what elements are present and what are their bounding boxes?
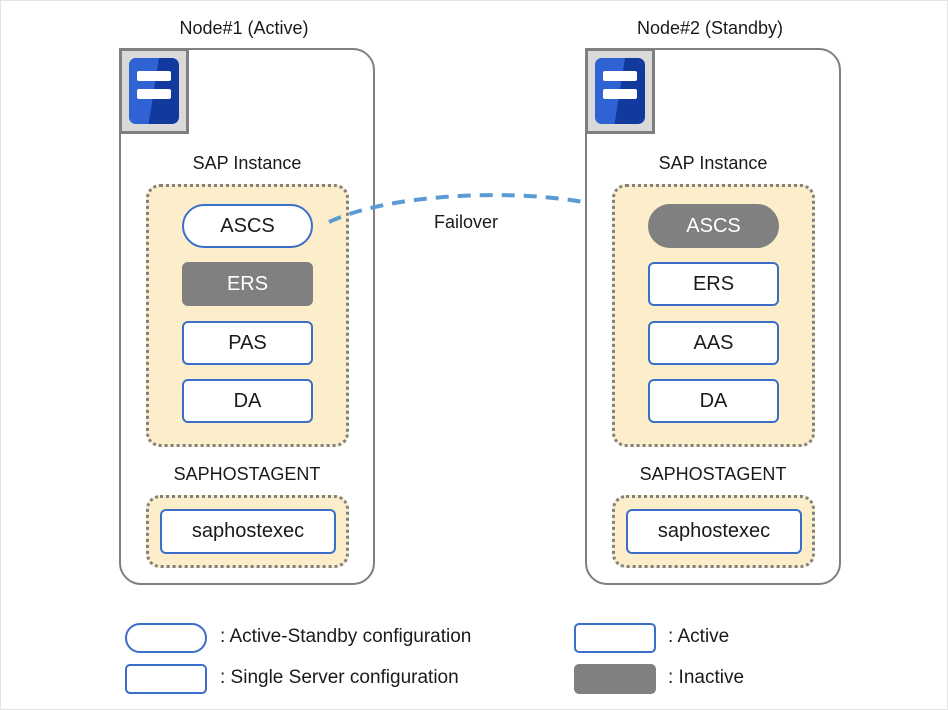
legend-swatch-single-server xyxy=(125,664,207,694)
node2-saphostagent-label: SAPHOSTAGENT xyxy=(639,464,787,484)
node1-component-saphostexec[interactable]: saphostexec xyxy=(160,509,336,554)
server-icon xyxy=(119,48,189,134)
legend-label-single-server: : Single Server configuration xyxy=(220,667,459,688)
server-chassis xyxy=(129,58,179,124)
legend-swatch-active xyxy=(574,623,656,653)
legend-label-active: : Active xyxy=(668,626,730,647)
node1-component-pas[interactable]: PAS xyxy=(182,321,313,365)
node1-component-da[interactable]: DA xyxy=(182,379,313,423)
server-chassis xyxy=(595,58,645,124)
server-icon xyxy=(585,48,655,134)
node1-title: Node#1 (Active) xyxy=(179,18,309,38)
node1-component-ascs[interactable]: ASCS xyxy=(182,204,313,248)
node2-component-da[interactable]: DA xyxy=(648,379,779,423)
node2-title: Node#2 (Standby) xyxy=(636,18,784,38)
node2-component-aas[interactable]: AAS xyxy=(648,321,779,365)
node2-component-ascs[interactable]: ASCS xyxy=(648,204,779,248)
failover-label: Failover xyxy=(434,212,499,232)
legend-label-inactive: : Inactive xyxy=(668,667,745,688)
legend-label-active-standby: : Active-Standby configuration xyxy=(220,626,472,647)
node1-sap-instance-label: SAP Instance xyxy=(192,153,302,173)
legend-swatch-active-standby xyxy=(125,623,207,653)
server-bar-2 xyxy=(137,89,171,99)
node1-component-ers[interactable]: ERS xyxy=(182,262,313,306)
server-bar-2 xyxy=(603,89,637,99)
legend-swatch-inactive xyxy=(574,664,656,694)
node2-component-saphostexec[interactable]: saphostexec xyxy=(626,509,802,554)
server-bar-1 xyxy=(603,71,637,81)
node2-sap-instance-label: SAP Instance xyxy=(658,153,768,173)
node2-component-ers[interactable]: ERS xyxy=(648,262,779,306)
node1-saphostagent-label: SAPHOSTAGENT xyxy=(173,464,321,484)
server-bar-1 xyxy=(137,71,171,81)
